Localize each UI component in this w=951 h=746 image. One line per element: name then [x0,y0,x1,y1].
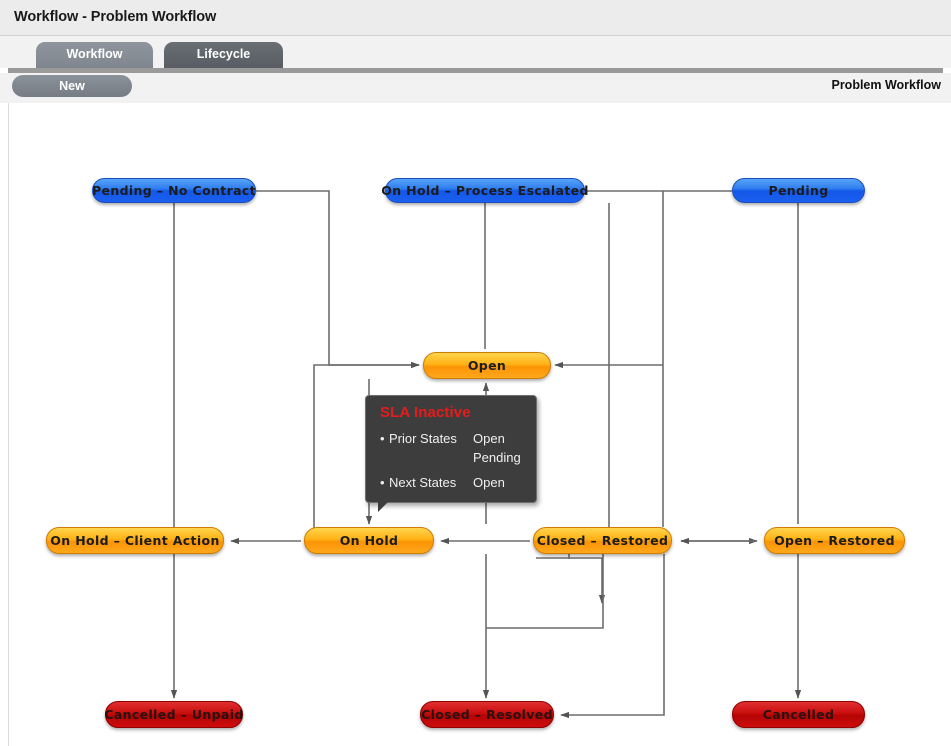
tab-underline [8,68,943,73]
node-open-restored[interactable]: Open – Restored [764,527,905,554]
node-on-hold[interactable]: On Hold [304,527,434,554]
node-closed-resolved[interactable]: Closed – Resolved [420,701,554,728]
node-closed-restored[interactable]: Closed – Restored [533,527,672,554]
sla-next-states-value-1: Open [473,475,505,490]
edge-pending-no-contract-to-open [256,190,420,369]
new-button[interactable]: New [12,75,132,97]
node-on-hold-process-escalated[interactable]: On Hold – Process Escalated [381,178,588,203]
tab-workflow[interactable]: Workflow [36,42,153,68]
tab-strip: Workflow Lifecycle [0,36,951,68]
sla-tooltip: SLA Inactive • Prior States Open Pending… [365,395,537,512]
node-cancelled-unpaid[interactable]: Cancelled – Unpaid [104,701,243,728]
sla-tooltip-title: SLA Inactive [380,404,471,421]
window-titlebar: Workflow - Problem Workflow [0,0,951,36]
edge-on-hold-riser-to-open [313,361,420,533]
workflow-name-label: Problem Workflow [831,78,941,92]
node-cancelled[interactable]: Cancelled [732,701,865,728]
node-pending-no-contract[interactable]: Pending – No Contract [92,178,256,203]
edge-closed-restored-loop [486,554,604,629]
edge-branch-to-closed-restored [536,557,606,604]
bullet-icon: • [380,431,385,446]
workflow-canvas[interactable]: Open - Restored --> Pending – No Contrac… [8,103,951,746]
sla-prior-states-label: Prior States [389,431,457,446]
sla-tooltip-prior-states-row: • Prior States Open [380,430,526,447]
bullet-icon: • [380,475,385,490]
sla-next-states-label: Next States [389,475,457,490]
edge-open-restored-to-closed-resolved [560,554,665,719]
page-title: Workflow - Problem Workflow [14,9,217,25]
node-pending[interactable]: Pending [732,178,865,203]
node-on-hold-client-action[interactable]: On Hold – Client Action [46,527,224,554]
sla-prior-states-value-1: Open [473,431,505,446]
toolbar: New Problem Workflow [0,73,951,103]
tooltip-tail-icon [378,501,389,512]
sla-prior-states-value-2: Pending [473,450,521,465]
sla-tooltip-spacer [380,466,526,474]
sla-tooltip-next-states-row: • Next States Open [380,474,526,491]
node-open[interactable]: Open [423,352,551,379]
tab-lifecycle[interactable]: Lifecycle [164,42,283,68]
